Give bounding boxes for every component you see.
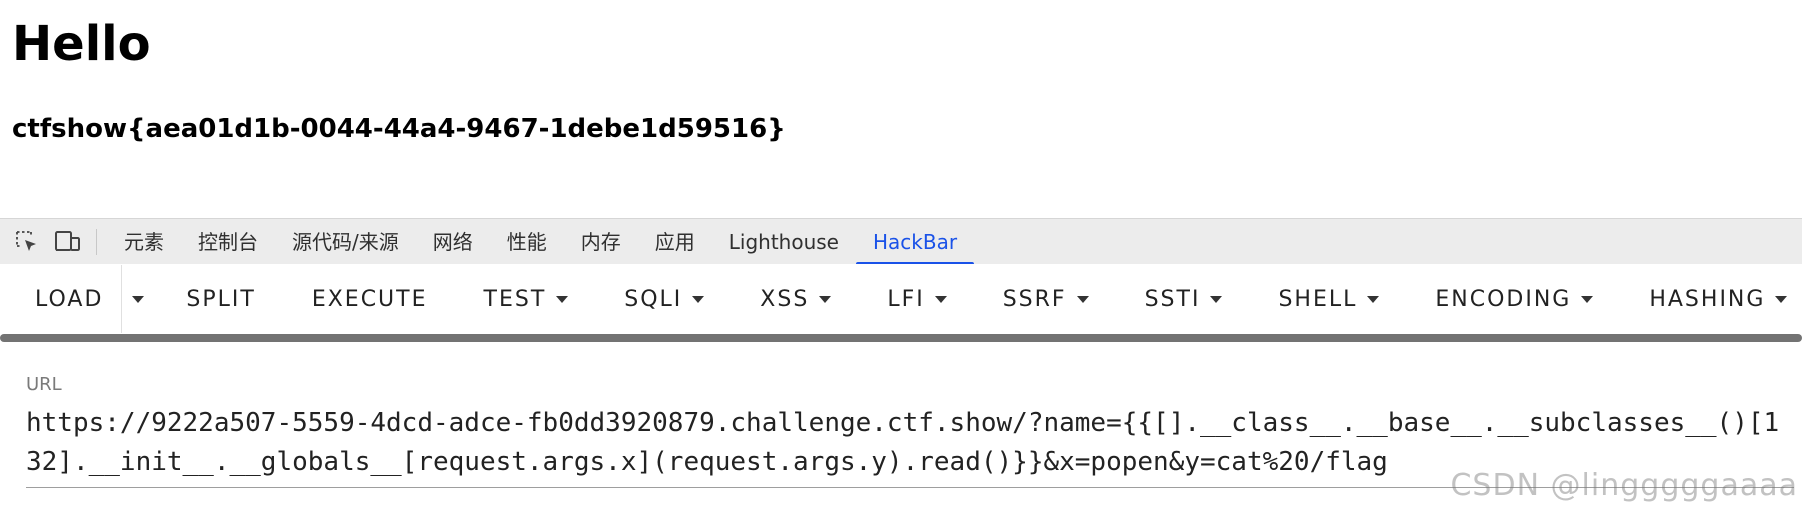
tab-sources[interactable]: 源代码/来源 bbox=[292, 229, 399, 254]
xss-label: XSS bbox=[760, 286, 810, 312]
url-label: URL bbox=[26, 374, 62, 395]
tab-hackbar[interactable]: HackBar bbox=[855, 219, 975, 265]
sqli-label: SQLI bbox=[624, 286, 683, 312]
hackbar-toolbar: LOAD SPLIT EXECUTE TEST SQLI XSS LFI SSR… bbox=[0, 264, 1802, 334]
toolbar-divider bbox=[0, 334, 1802, 342]
tab-lighthouse[interactable]: Lighthouse bbox=[728, 229, 839, 254]
execute-button[interactable]: EXECUTE bbox=[302, 287, 438, 312]
tab-application[interactable]: 应用 bbox=[654, 229, 695, 254]
watermark-text: CSDN @lingggggaaaa bbox=[1450, 468, 1798, 503]
lfi-menu-button[interactable]: LFI bbox=[877, 287, 956, 312]
xss-menu-button[interactable]: XSS bbox=[750, 287, 841, 312]
load-dropdown-button[interactable] bbox=[121, 265, 154, 333]
chevron-down-icon bbox=[1581, 295, 1594, 303]
ssti-label: SSTI bbox=[1144, 286, 1201, 312]
hashing-label: HASHING bbox=[1649, 286, 1766, 312]
page-content: Hello ctfshow{aea01d1b-0044-44a4-9467-1d… bbox=[0, 0, 1802, 218]
url-input[interactable]: https://9222a507-5559-4dcd-adce-fb0dd392… bbox=[26, 404, 1794, 488]
inspect-element-icon[interactable] bbox=[13, 228, 41, 256]
flag-text: ctfshow{aea01d1b-0044-44a4-9467-1debe1d5… bbox=[12, 114, 786, 144]
chevron-down-icon bbox=[132, 295, 145, 303]
load-button[interactable]: LOAD bbox=[25, 287, 113, 312]
toolbar-separator bbox=[96, 228, 97, 255]
chevron-down-icon bbox=[934, 295, 947, 303]
chevron-down-icon bbox=[1076, 295, 1089, 303]
tab-elements[interactable]: 元素 bbox=[124, 229, 164, 254]
split-button[interactable]: SPLIT bbox=[176, 287, 265, 312]
chevron-down-icon bbox=[819, 295, 832, 303]
chevron-down-icon bbox=[1367, 295, 1380, 303]
chevron-down-icon bbox=[1210, 295, 1223, 303]
ssrf-menu-button[interactable]: SSRF bbox=[993, 287, 1099, 312]
tab-performance[interactable]: 性能 bbox=[506, 229, 547, 254]
chevron-down-icon bbox=[692, 295, 705, 303]
ssrf-label: SSRF bbox=[1002, 286, 1067, 312]
shell-label: SHELL bbox=[1278, 286, 1358, 312]
chevron-down-icon bbox=[556, 295, 569, 303]
device-toolbar-icon[interactable] bbox=[54, 228, 82, 256]
encoding-menu-button[interactable]: ENCODING bbox=[1425, 287, 1603, 312]
tab-network[interactable]: 网络 bbox=[432, 229, 473, 254]
tab-console[interactable]: 控制台 bbox=[198, 229, 258, 254]
ssti-menu-button[interactable]: SSTI bbox=[1135, 287, 1233, 312]
split-label: SPLIT bbox=[186, 286, 256, 312]
lfi-label: LFI bbox=[887, 286, 925, 312]
shell-menu-button[interactable]: SHELL bbox=[1268, 287, 1389, 312]
hashing-menu-button[interactable]: HASHING bbox=[1639, 287, 1797, 312]
test-menu-button[interactable]: TEST bbox=[474, 287, 579, 312]
load-label: LOAD bbox=[35, 286, 104, 312]
sqli-menu-button[interactable]: SQLI bbox=[614, 287, 714, 312]
tab-memory[interactable]: 内存 bbox=[580, 229, 621, 254]
page-heading: Hello bbox=[12, 16, 151, 72]
chevron-down-icon bbox=[1775, 295, 1788, 303]
encoding-label: ENCODING bbox=[1435, 286, 1572, 312]
execute-label: EXECUTE bbox=[311, 286, 428, 312]
test-label: TEST bbox=[483, 286, 547, 312]
devtools-tab-strip: 元素 控制台 源代码/来源 网络 性能 内存 应用 Lighthouse Hac… bbox=[0, 218, 1802, 265]
